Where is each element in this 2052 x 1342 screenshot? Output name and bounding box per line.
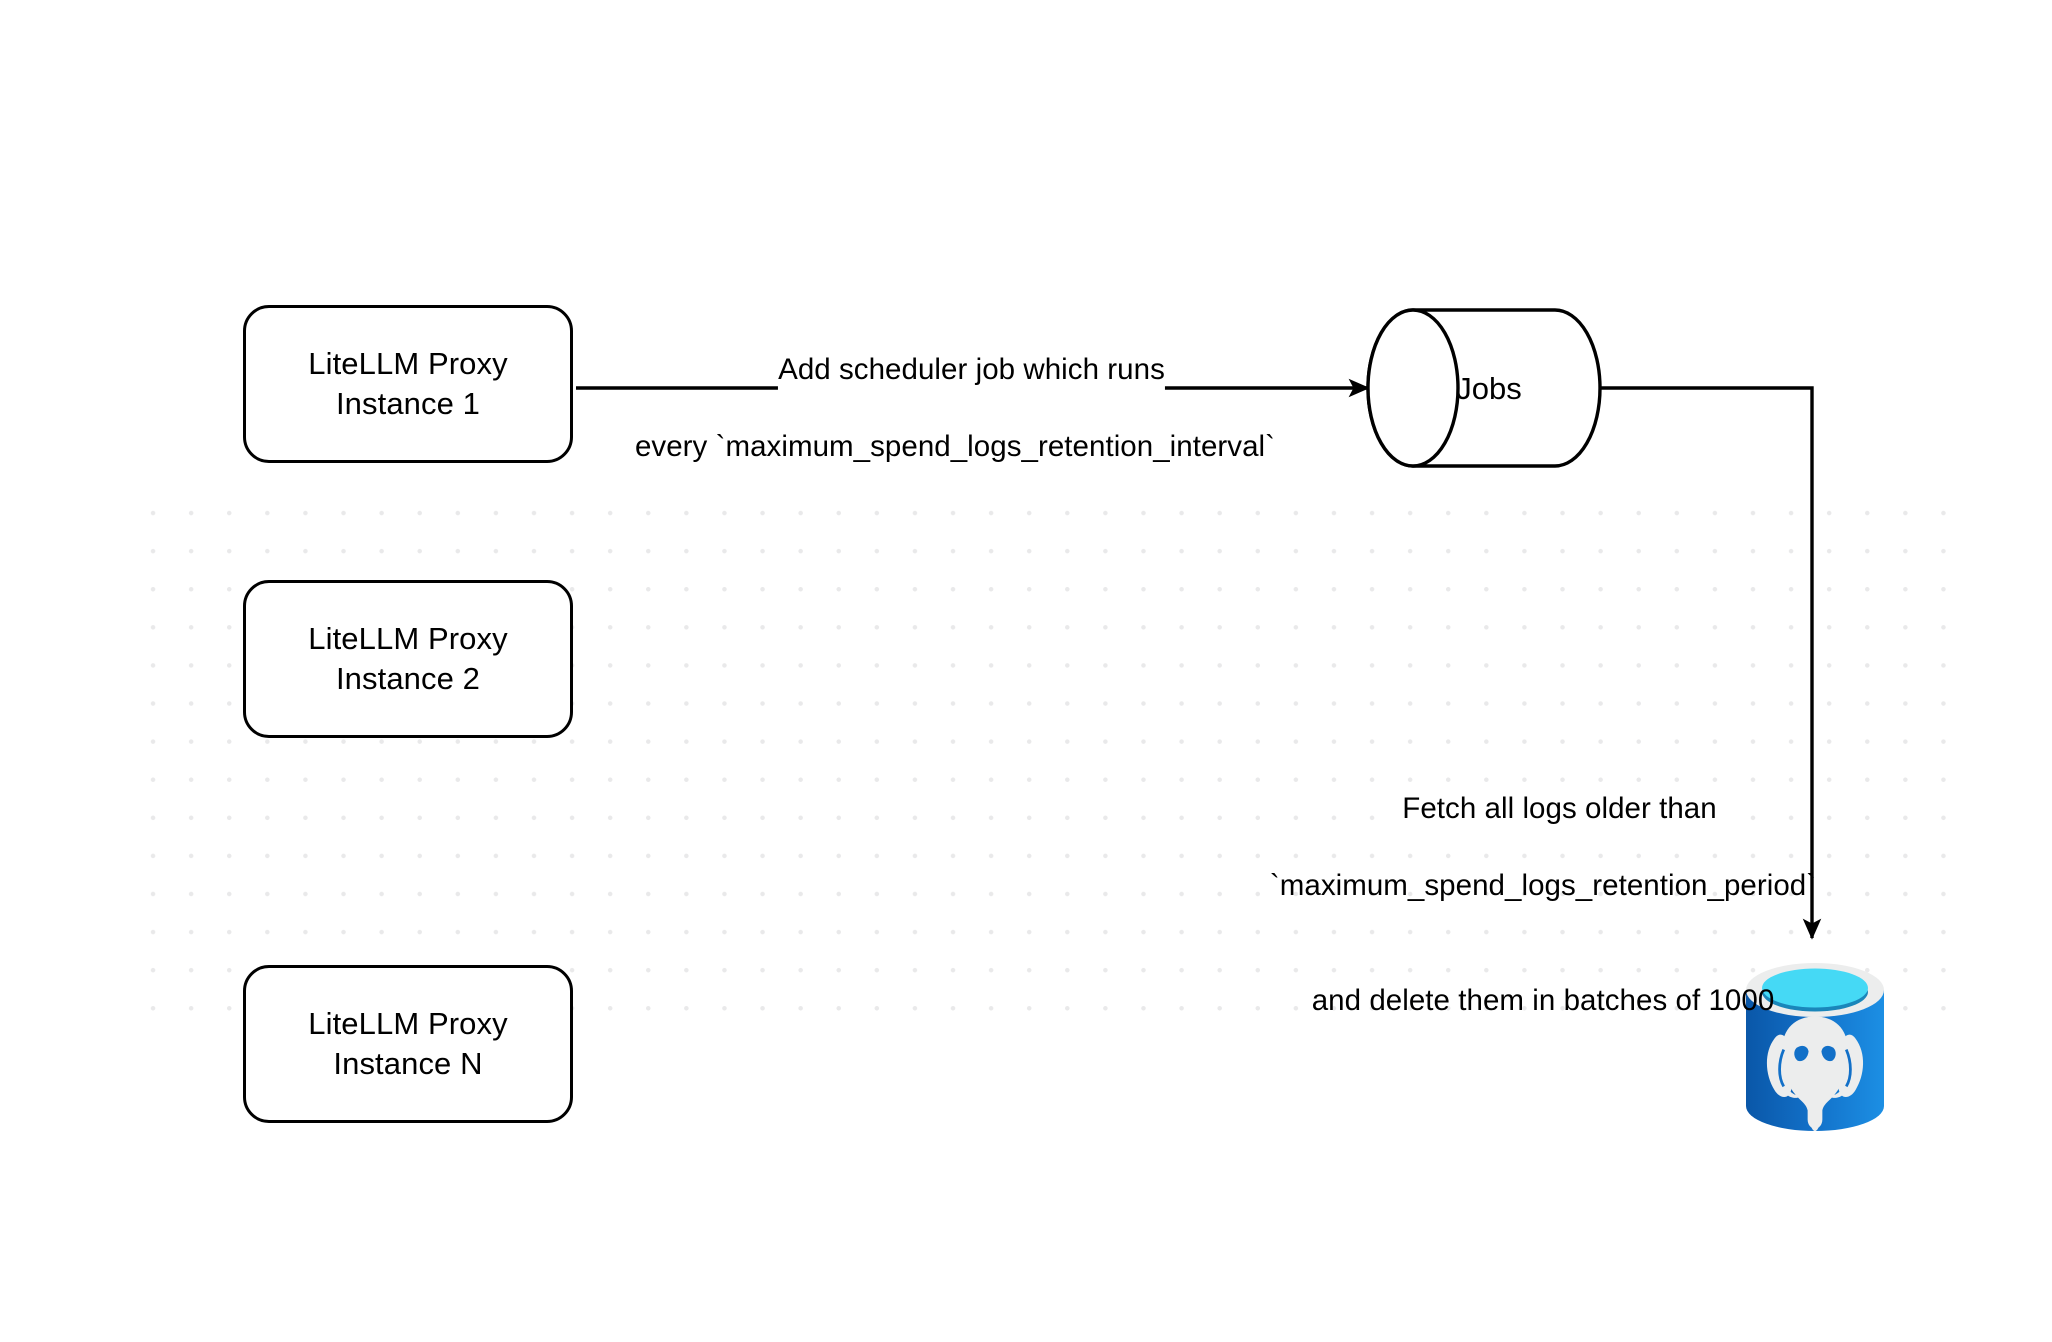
node-label-line-1: LiteLLM Proxy [308,345,508,381]
node-litellm-proxy-instance-2[interactable]: LiteLLM Proxy Instance 2 [243,580,573,738]
node-litellm-proxy-instance-n[interactable]: LiteLLM Proxy Instance N [243,965,573,1123]
node-label-line-2: Instance N [333,1046,483,1081]
connector-jobs-to-postgres [1600,386,1822,940]
node-jobs-label: Jobs [1456,371,1522,406]
node-label-line-2: Instance 2 [335,661,481,696]
edge-label-add-scheduler-job: Add scheduler job which runs every `maxi… [635,313,1275,543]
edge-label-line-3: and delete them in batches of 1000 [1311,984,1775,1018]
postgresql-database-icon [1746,963,1884,1132]
node-label-line-2: Instance 1 [335,386,481,421]
edge-label-fetch-and-delete-logs: Fetch all logs older than `maximum_spend… [1270,752,1816,1097]
edge-label-line-2: every `maximum_spend_logs_retention_inte… [634,430,1276,464]
jobs-cylinder-shape [1366,308,1602,468]
edge-label-line-2: `maximum_spend_logs_retention_period` [1269,869,1817,903]
node-label-line-1: LiteLLM Proxy [308,1005,508,1041]
edge-label-line-1: Add scheduler job which runs [778,351,1165,390]
edge-label-line-1: Fetch all logs older than [1402,790,1717,829]
node-litellm-proxy-instance-1[interactable]: LiteLLM Proxy Instance 1 [243,305,573,463]
node-label-line-1: LiteLLM Proxy [308,620,508,656]
